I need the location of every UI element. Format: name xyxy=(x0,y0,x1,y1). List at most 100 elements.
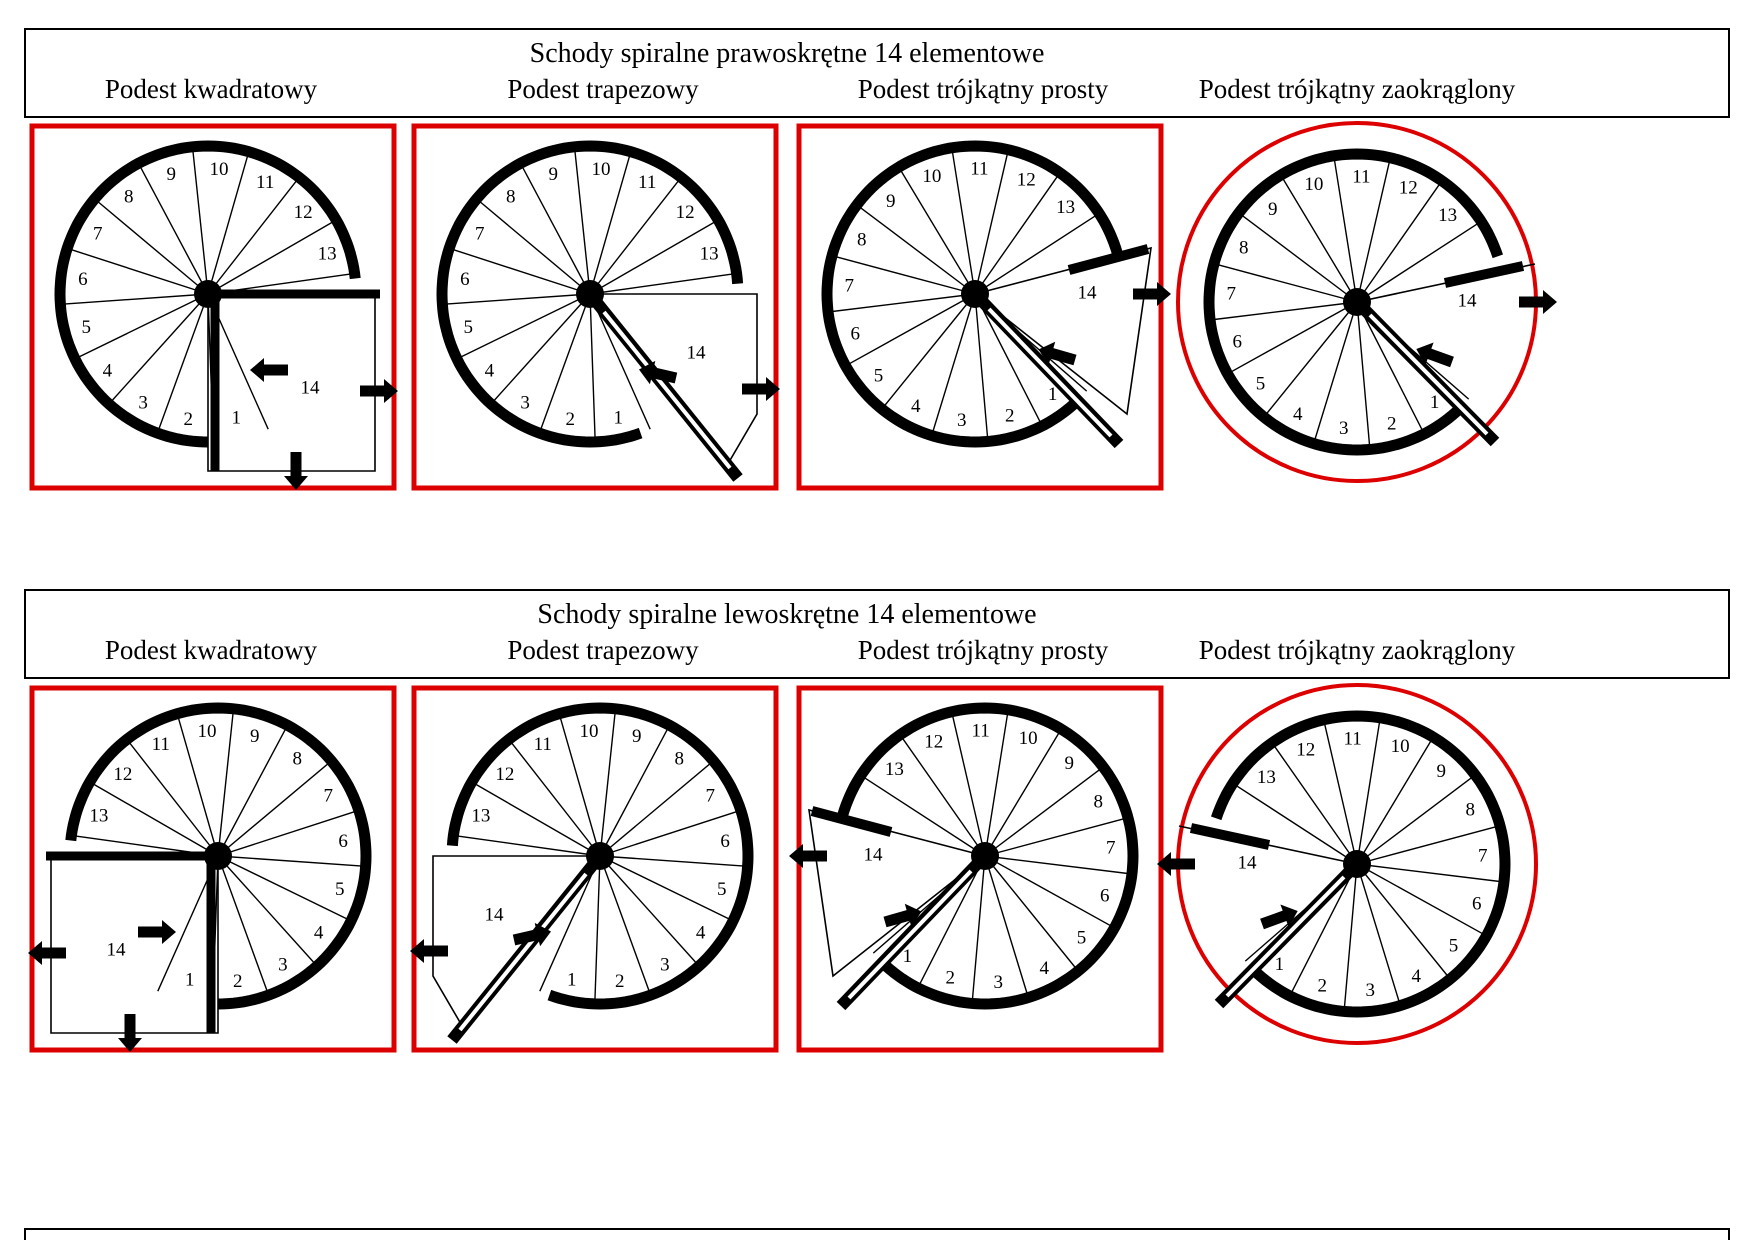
step-label: 2 xyxy=(1387,414,1397,435)
step-label: 6 xyxy=(850,323,860,344)
step-label: 5 xyxy=(82,317,92,338)
step-label: 3 xyxy=(520,393,530,414)
step-divider xyxy=(108,293,209,405)
step-divider xyxy=(1356,863,1451,980)
step-divider xyxy=(589,176,682,295)
step-divider xyxy=(974,149,1009,295)
step-label: 10 xyxy=(1304,174,1323,195)
handrail-gap xyxy=(847,869,973,1000)
step-divider xyxy=(456,293,591,360)
step-label: 13 xyxy=(700,244,719,265)
step-label: 4 xyxy=(485,360,495,381)
step-label: 11 xyxy=(638,172,656,193)
step-label: 3 xyxy=(1339,418,1349,439)
step-divider xyxy=(984,855,1132,875)
step-divider xyxy=(217,809,360,857)
red-square-border xyxy=(411,685,779,1053)
landing-label: 14 xyxy=(1458,291,1478,312)
handrail-gap xyxy=(602,310,732,470)
step-label: 6 xyxy=(338,831,348,852)
step-label: 13 xyxy=(1056,197,1075,218)
step-label: 4 xyxy=(1293,404,1303,425)
outer-rim-arc xyxy=(436,140,744,448)
step-label: 11 xyxy=(1352,167,1370,188)
step-divider xyxy=(856,204,976,295)
section-title: Schody spiralne lewoskrętne 14 elementow… xyxy=(537,599,1037,630)
landing-outline xyxy=(50,855,219,1034)
partial-bottom-box xyxy=(24,1228,1730,1240)
section-title: Schody spiralne prawoskrętne 14 elemento… xyxy=(529,38,1045,69)
step-divider xyxy=(984,709,1009,857)
step-label: 6 xyxy=(78,269,88,290)
handrail xyxy=(1443,261,1525,288)
newel-post xyxy=(194,280,222,308)
step-label: 1 xyxy=(232,407,242,428)
step-divider xyxy=(1356,180,1443,303)
step-label: 11 xyxy=(256,172,274,193)
step-divider xyxy=(589,293,651,430)
step-divider xyxy=(1232,782,1358,865)
step-divider xyxy=(589,293,596,442)
step-label: 5 xyxy=(1449,936,1459,957)
step-label: 12 xyxy=(924,731,943,752)
step-divider xyxy=(471,781,601,857)
step-label: 4 xyxy=(103,360,113,381)
red-square-border xyxy=(411,123,779,491)
step-label: 4 xyxy=(696,922,706,943)
handrail-gap xyxy=(987,307,1113,438)
step-label: 2 xyxy=(1005,406,1015,427)
step-divider xyxy=(1210,301,1358,321)
direction-arrow xyxy=(1519,290,1557,314)
step-divider xyxy=(898,166,976,295)
step-divider xyxy=(1356,220,1482,303)
newel-post xyxy=(1343,850,1371,878)
step-label: 1 xyxy=(903,946,913,967)
direction-arrow xyxy=(284,452,308,490)
landing-label: 14 xyxy=(107,940,127,961)
step-divider xyxy=(831,255,976,295)
red-square-border xyxy=(796,123,1164,491)
handrail xyxy=(1067,244,1150,275)
step-divider xyxy=(881,293,976,410)
step-divider xyxy=(217,760,332,857)
step-divider xyxy=(508,738,601,857)
step-divider xyxy=(951,711,986,857)
step-divider xyxy=(974,293,989,442)
step-divider xyxy=(1356,736,1434,865)
landing-label: 14 xyxy=(864,845,884,866)
step-label: 1 xyxy=(1275,954,1285,975)
step-label: 9 xyxy=(1437,761,1447,782)
step-label: 12 xyxy=(676,202,695,223)
step-label: 13 xyxy=(318,244,337,265)
step-label: 9 xyxy=(250,726,259,747)
step-label: 7 xyxy=(1478,846,1488,867)
step-label: 8 xyxy=(506,187,516,208)
direction-arrow xyxy=(360,379,398,403)
step-divider xyxy=(476,198,591,295)
step-label: 6 xyxy=(1472,893,1482,914)
step-divider xyxy=(1271,742,1358,865)
step-divider xyxy=(594,855,601,1004)
step-label: 3 xyxy=(660,955,670,976)
step-divider xyxy=(1356,301,1371,450)
outer-rim-arc xyxy=(54,140,361,448)
step-divider xyxy=(860,774,986,857)
step-label: 11 xyxy=(152,734,170,755)
column-label-triangle: Podest trójkątny prosty xyxy=(857,74,1109,104)
step-divider xyxy=(984,855,1115,929)
step-divider xyxy=(191,146,209,295)
step-divider xyxy=(931,293,976,436)
step-divider xyxy=(453,834,601,857)
step-divider xyxy=(589,219,719,295)
step-divider xyxy=(974,293,1043,427)
step-label: 7 xyxy=(845,276,855,297)
step-divider xyxy=(60,293,209,305)
step-label: 7 xyxy=(323,785,333,806)
column-label-square: Podest kwadratowy xyxy=(104,74,318,104)
